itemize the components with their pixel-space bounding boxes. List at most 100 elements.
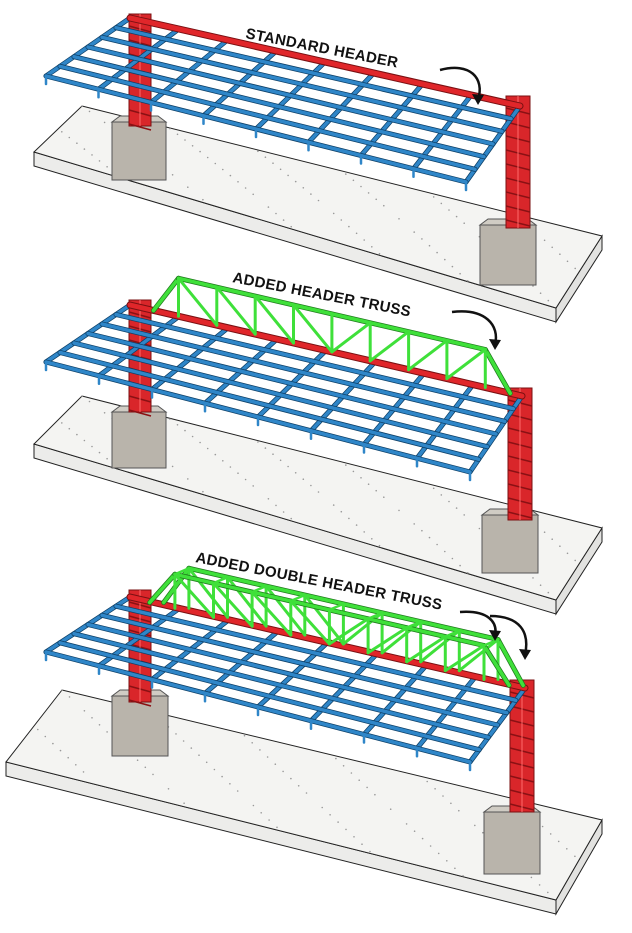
slab-speckle	[76, 433, 78, 436]
slab-speckle	[266, 756, 269, 758]
slab-speckle	[287, 465, 289, 468]
slab-speckle	[547, 299, 550, 302]
deck-purlin	[58, 350, 481, 462]
slab-speckle	[279, 168, 282, 171]
slab-speckle	[559, 253, 561, 255]
slab-speckle	[44, 735, 47, 738]
truss-cross-tie	[250, 584, 268, 594]
slab-speckle	[259, 749, 261, 751]
slab-speckle	[389, 808, 392, 810]
slab-speckle	[243, 734, 246, 737]
slab-speckle	[136, 759, 139, 761]
deck-purlin	[72, 54, 486, 159]
concrete-slab	[33, 395, 603, 601]
deck-purlin	[86, 45, 495, 146]
slab-speckle	[369, 850, 371, 853]
front-header-truss-end-diagonal	[147, 572, 177, 605]
slab-speckle	[405, 823, 408, 825]
slab-speckle	[547, 591, 550, 594]
slab-speckle	[91, 445, 93, 448]
slab-speckle	[413, 523, 416, 525]
deck-purlin	[100, 613, 509, 715]
slab-speckle	[206, 156, 209, 159]
slab-speckle	[429, 845, 432, 847]
slab-speckle	[353, 836, 355, 838]
slab-speckle	[83, 710, 86, 712]
concrete-slab	[33, 105, 603, 309]
slab-speckle	[448, 209, 450, 211]
slab-speckle	[171, 465, 174, 468]
slab-speckle	[345, 828, 347, 831]
slab-speckle	[367, 192, 370, 194]
slab-speckle	[442, 795, 444, 797]
header-truss-diagonal	[407, 339, 449, 372]
slab-speckle	[198, 754, 200, 756]
slab-speckle	[257, 150, 259, 153]
slab-speckle	[236, 790, 239, 792]
slab-speckle	[348, 517, 350, 520]
slab-speckle	[444, 258, 446, 261]
slab-speckle	[267, 206, 270, 208]
slab-speckle	[428, 536, 431, 539]
front-header-truss-diagonal	[443, 644, 486, 673]
slab-speckle	[444, 550, 446, 553]
slab-speckle	[530, 876, 533, 879]
slab-speckle	[332, 212, 335, 215]
slab-speckle	[68, 696, 71, 698]
header-truss-diagonal	[330, 321, 372, 354]
slab-speckle	[222, 460, 224, 462]
slab-speckle	[67, 756, 69, 759]
slab-speckle	[317, 199, 320, 202]
truss-cross-tie	[444, 629, 461, 638]
slab-speckle	[358, 779, 361, 781]
slab-speckle	[252, 804, 255, 807]
slab-speckle	[421, 837, 424, 840]
deck-purlin	[114, 25, 513, 121]
slab-speckle	[448, 500, 450, 503]
slab-speckle	[88, 400, 91, 403]
slab-speckle	[184, 139, 186, 141]
deck-purlin	[72, 631, 491, 740]
slab-speckle	[360, 477, 362, 479]
right-footing	[481, 514, 539, 574]
slab-speckle	[229, 174, 232, 177]
slab-speckle	[169, 418, 171, 420]
slab-speckle	[482, 831, 484, 834]
slab-speckle	[317, 491, 320, 493]
header-truss-diagonal	[292, 303, 334, 354]
slab-speckle	[297, 785, 300, 787]
slab-speckle	[432, 196, 435, 198]
slab-speckle	[340, 510, 343, 513]
slab-speckle	[574, 267, 576, 270]
slab-speckle	[335, 757, 337, 760]
slab-speckle	[169, 127, 171, 130]
slab-speckle	[566, 260, 569, 263]
slab-speckle	[294, 472, 297, 474]
truss-cross-tie	[366, 611, 384, 621]
header-truss-diagonal	[215, 285, 257, 336]
slab-speckle	[260, 812, 263, 814]
truss-cross-tie	[212, 575, 229, 585]
slab-speckle	[543, 531, 546, 533]
slab-speckle	[532, 577, 534, 579]
slab-speckle	[229, 466, 232, 468]
slab-speckle	[244, 478, 247, 481]
slab-speckle	[264, 447, 267, 449]
slab-speckle	[91, 717, 93, 719]
truss-cross-tie	[173, 567, 191, 576]
slab-speckle	[68, 427, 71, 430]
slab-speckle	[340, 219, 343, 221]
slab-speckle	[98, 451, 101, 454]
slab-speckle	[213, 768, 216, 771]
header-truss-end-diagonal	[483, 347, 512, 396]
front-header-truss-diagonal	[212, 581, 254, 628]
slab-speckle	[310, 193, 312, 195]
slab-speckle	[252, 193, 254, 196]
slab-speckle	[566, 848, 568, 850]
front-header-truss-diagonal	[327, 617, 370, 646]
slab-speckle	[451, 557, 454, 560]
slab-speckle	[363, 531, 366, 533]
slab-speckle	[272, 162, 274, 164]
front-header-truss-diagonal	[289, 599, 331, 646]
panel-added-double-header-truss	[5, 565, 603, 916]
